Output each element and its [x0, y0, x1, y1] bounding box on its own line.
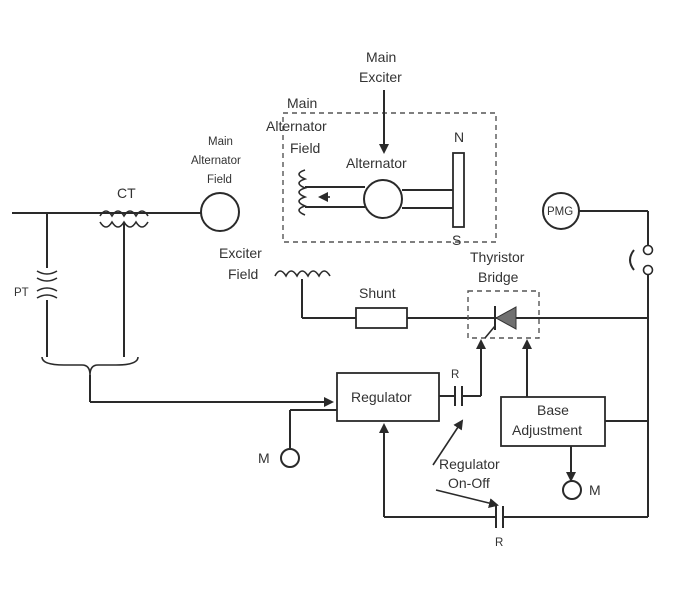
label-pmg: PMG: [547, 206, 573, 218]
label-base-adj-1: Base: [537, 402, 569, 418]
label-reg-onoff-1: Regulator: [439, 456, 500, 472]
label-maf-left-1: Main: [208, 136, 233, 148]
label-main-exciter-1: Main: [366, 49, 396, 65]
shunt-resistor: [355, 307, 408, 329]
label-main-exciter-2: Exciter: [359, 69, 402, 85]
label-thyristor-2: Bridge: [478, 269, 519, 285]
label-south: S: [452, 232, 461, 248]
signal-brace: [41, 356, 139, 376]
label-base-adj-2: Adjustment: [512, 422, 582, 438]
exciter-field-coil: [274, 270, 331, 278]
exciter-alternator-circle: [363, 179, 403, 219]
label-r-top: R: [451, 369, 459, 381]
main-alternator-field-circle: [200, 192, 240, 232]
label-exciter-field-1: Exciter: [219, 245, 262, 261]
base-adjustment-box: [500, 396, 606, 447]
label-reg-onoff-2: On-Off: [448, 475, 490, 491]
label-thyristor-1: Thyristor: [470, 249, 525, 265]
motor-left-circle: [280, 448, 300, 468]
label-regulator: Regulator: [351, 389, 412, 405]
label-ct: CT: [117, 185, 136, 201]
label-shunt: Shunt: [359, 285, 396, 301]
label-alternator: Alternator: [346, 155, 407, 171]
thyristor-bridge-box: [467, 290, 540, 339]
label-north: N: [454, 129, 464, 145]
label-pt: PT: [14, 287, 29, 299]
label-maf-left-2: Alternator: [191, 155, 241, 167]
pmg-switch: [629, 249, 635, 271]
label-motor-left: M: [258, 450, 270, 466]
ct-transformer: [99, 210, 149, 357]
label-motor-right: M: [589, 482, 601, 498]
label-maf-left-3: Field: [207, 174, 232, 186]
label-maf-top-3: Field: [290, 140, 320, 156]
label-maf-top-1: Main: [287, 95, 317, 111]
label-maf-top-2: Alternator: [266, 118, 327, 134]
label-r-bottom: R: [495, 537, 503, 549]
motor-right-circle: [562, 480, 582, 500]
label-exciter-field-2: Field: [228, 266, 258, 282]
thyristor-icon: [494, 306, 517, 330]
permanent-magnet-bar: [452, 152, 465, 228]
pt-transformer: [36, 213, 58, 357]
